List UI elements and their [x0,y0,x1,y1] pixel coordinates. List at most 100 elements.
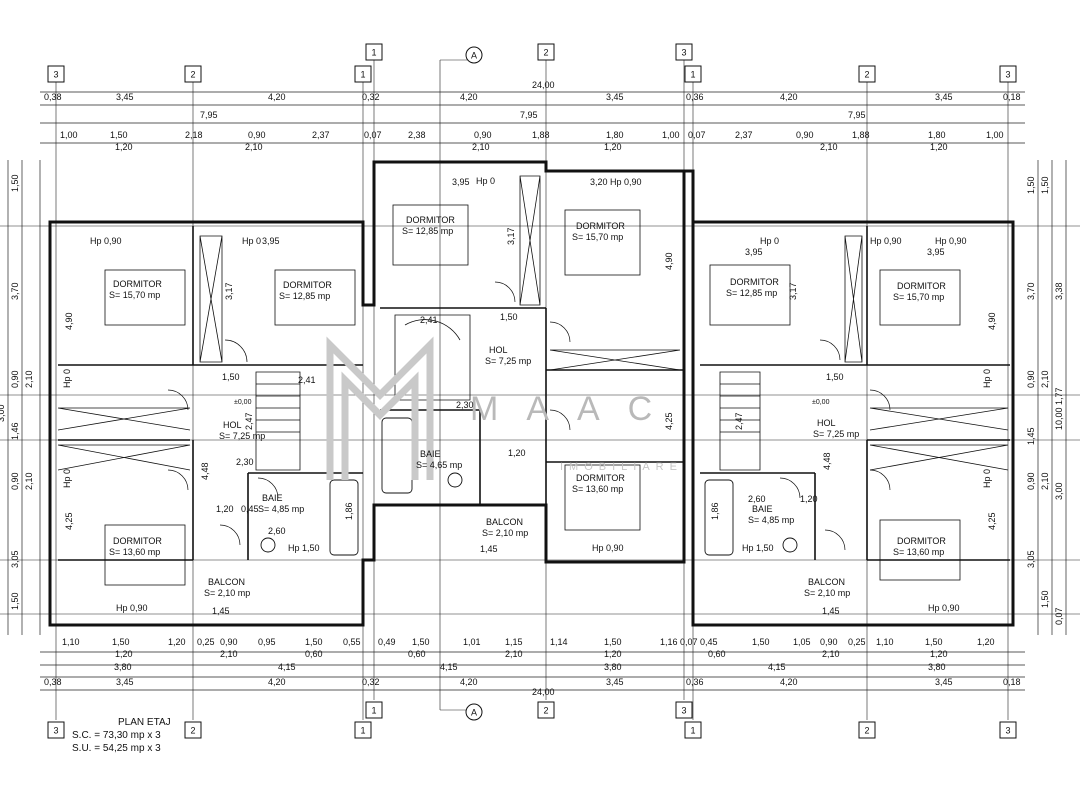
dim-left: 3,00 [0,404,6,422]
dim-row1: 3,45 [935,92,953,102]
axis-label: 1 [371,706,376,716]
room-name: DORMITOR [113,279,162,289]
dim-right: 2,10 [1040,370,1050,388]
dim-row3: 1,00 [662,130,680,140]
axis-label: 2 [864,726,869,736]
dim-bot1: 1,10 [62,637,80,647]
axis-marker: 3 [675,43,693,61]
room-name: BAIE [420,449,441,459]
axis-label: 3 [681,48,686,58]
dim-row3: 0,90 [474,130,492,140]
dim-bot1: 0,25 [848,637,866,647]
axis-label: 2 [864,70,869,80]
dim-row3: 1,00 [986,130,1004,140]
hp0-label: Hp 0 [982,369,992,388]
hp15-label: Hp 1,50 [288,543,320,553]
hp-label: Hp 0,90 [592,543,624,553]
dim-right: 1,50 [1040,590,1050,608]
dim-row3: 2,18 [185,130,203,140]
plan-legend: PLAN ETAJ S.C. = 73,30 mp x 3 S.U. = 54,… [72,716,171,755]
door-swings [167,281,891,551]
hp15-label: Hp 1,50 [742,543,774,553]
dim-bot1: 1,14 [550,637,568,647]
dim-bot1: 0,90 [220,637,238,647]
dim-bot2: 0,60 [408,649,426,659]
dim-right: 1,77 [1054,387,1064,405]
hp0-label: Hp 0 [760,236,779,246]
room-name: DORMITOR [897,281,946,291]
bathroom-fixtures [260,417,798,556]
axis-label: 3 [1005,70,1010,80]
dim-bot1: 1,50 [112,637,130,647]
level-mark: ±0,00 [234,399,252,406]
dim-bot3: 3,80 [114,662,132,672]
dim-label: 4,90 [64,312,74,330]
dim-bot1: 0,45 [700,637,718,647]
dim-right: 0,90 [1026,370,1036,388]
dim-bot1: 1,50 [604,637,622,647]
axis-label: 1 [690,726,695,736]
dim-row3b: 2,10 [472,142,490,152]
dim-label: 3,95 [262,236,280,246]
dim-row3: 2,38 [408,130,426,140]
dim-row3: 1,80 [606,130,624,140]
dim-row1: 0,36 [686,92,704,102]
dim-label: 2,60 [748,494,766,504]
dim-label: 2,41 [298,375,316,385]
dim-label: 3,17 [224,282,234,300]
dim-row3: 0,90 [248,130,266,140]
dim-row1: 3,45 [606,92,624,102]
legend-su: S.U. = 54,25 mp x 3 [72,743,161,754]
dim-row3b: 1,20 [115,142,133,152]
dim-row3: 1,80 [928,130,946,140]
dim-left: 3,70 [10,282,20,300]
dim-bot1: 0,25 [197,637,215,647]
dim-bot3: 3,80 [928,662,946,672]
dim-label: 2,41 [420,315,438,325]
dim-left: 1,50 [10,174,20,192]
axis-marker: 1 [684,65,702,83]
axis-label: 1 [360,726,365,736]
axis-marker: 3 [47,721,65,739]
dim-label: 2,30 [456,400,474,410]
legend-title: PLAN ETAJ [118,717,171,728]
dim-bot3: 3,80 [604,662,622,672]
room-area: S= 7,25 mp [485,356,531,366]
dim-label: 0,45 [241,504,259,514]
dim-row2: 7,95 [848,110,866,120]
room-area: S= 13,60 mp [893,547,944,557]
room-name: HOL [817,418,836,428]
dim-row2: 7,95 [520,110,538,120]
dim-bot4: 3,45 [116,677,134,687]
dim-bot4: 0,36 [686,677,704,687]
dim-left: 2,10 [24,370,34,388]
room-area: S= 7,25 mp [219,431,265,441]
hp0-label: Hp 0 [982,469,992,488]
dim-bot3: 4,15 [278,662,296,672]
room-area: S= 4,65 mp [416,460,462,470]
room-name: HOL [223,420,242,430]
dim-row3b: 1,20 [604,142,622,152]
hp0-label: Hp 0 [242,236,261,246]
room-area: S= 4,85 mp [748,515,794,525]
dim-right: 10,00 [1054,407,1064,430]
axis-marker: 2 [858,65,876,83]
axis-marker: 3 [999,721,1017,739]
dim-row3b: 2,10 [820,142,838,152]
legend-sc: S.C. = 73,30 mp x 3 [72,730,161,741]
dim-bot1: 1,20 [168,637,186,647]
dim-bot2: 1,20 [115,649,133,659]
dim-bot4: 0,18 [1003,677,1021,687]
dim-bot1: 1,50 [412,637,430,647]
dim-bot2: 1,20 [930,649,948,659]
room-area: S= 15,70 mp [572,232,623,242]
axis-marker: 3 [999,65,1017,83]
axis-marker: 1 [365,701,383,719]
hp-label: Hp 0,90 [116,603,148,613]
room-name: DORMITOR [897,536,946,546]
dim-bot1: 0,95 [258,637,276,647]
axis-marker: 1 [365,43,383,61]
dim-bot1: 1,01 [463,637,481,647]
